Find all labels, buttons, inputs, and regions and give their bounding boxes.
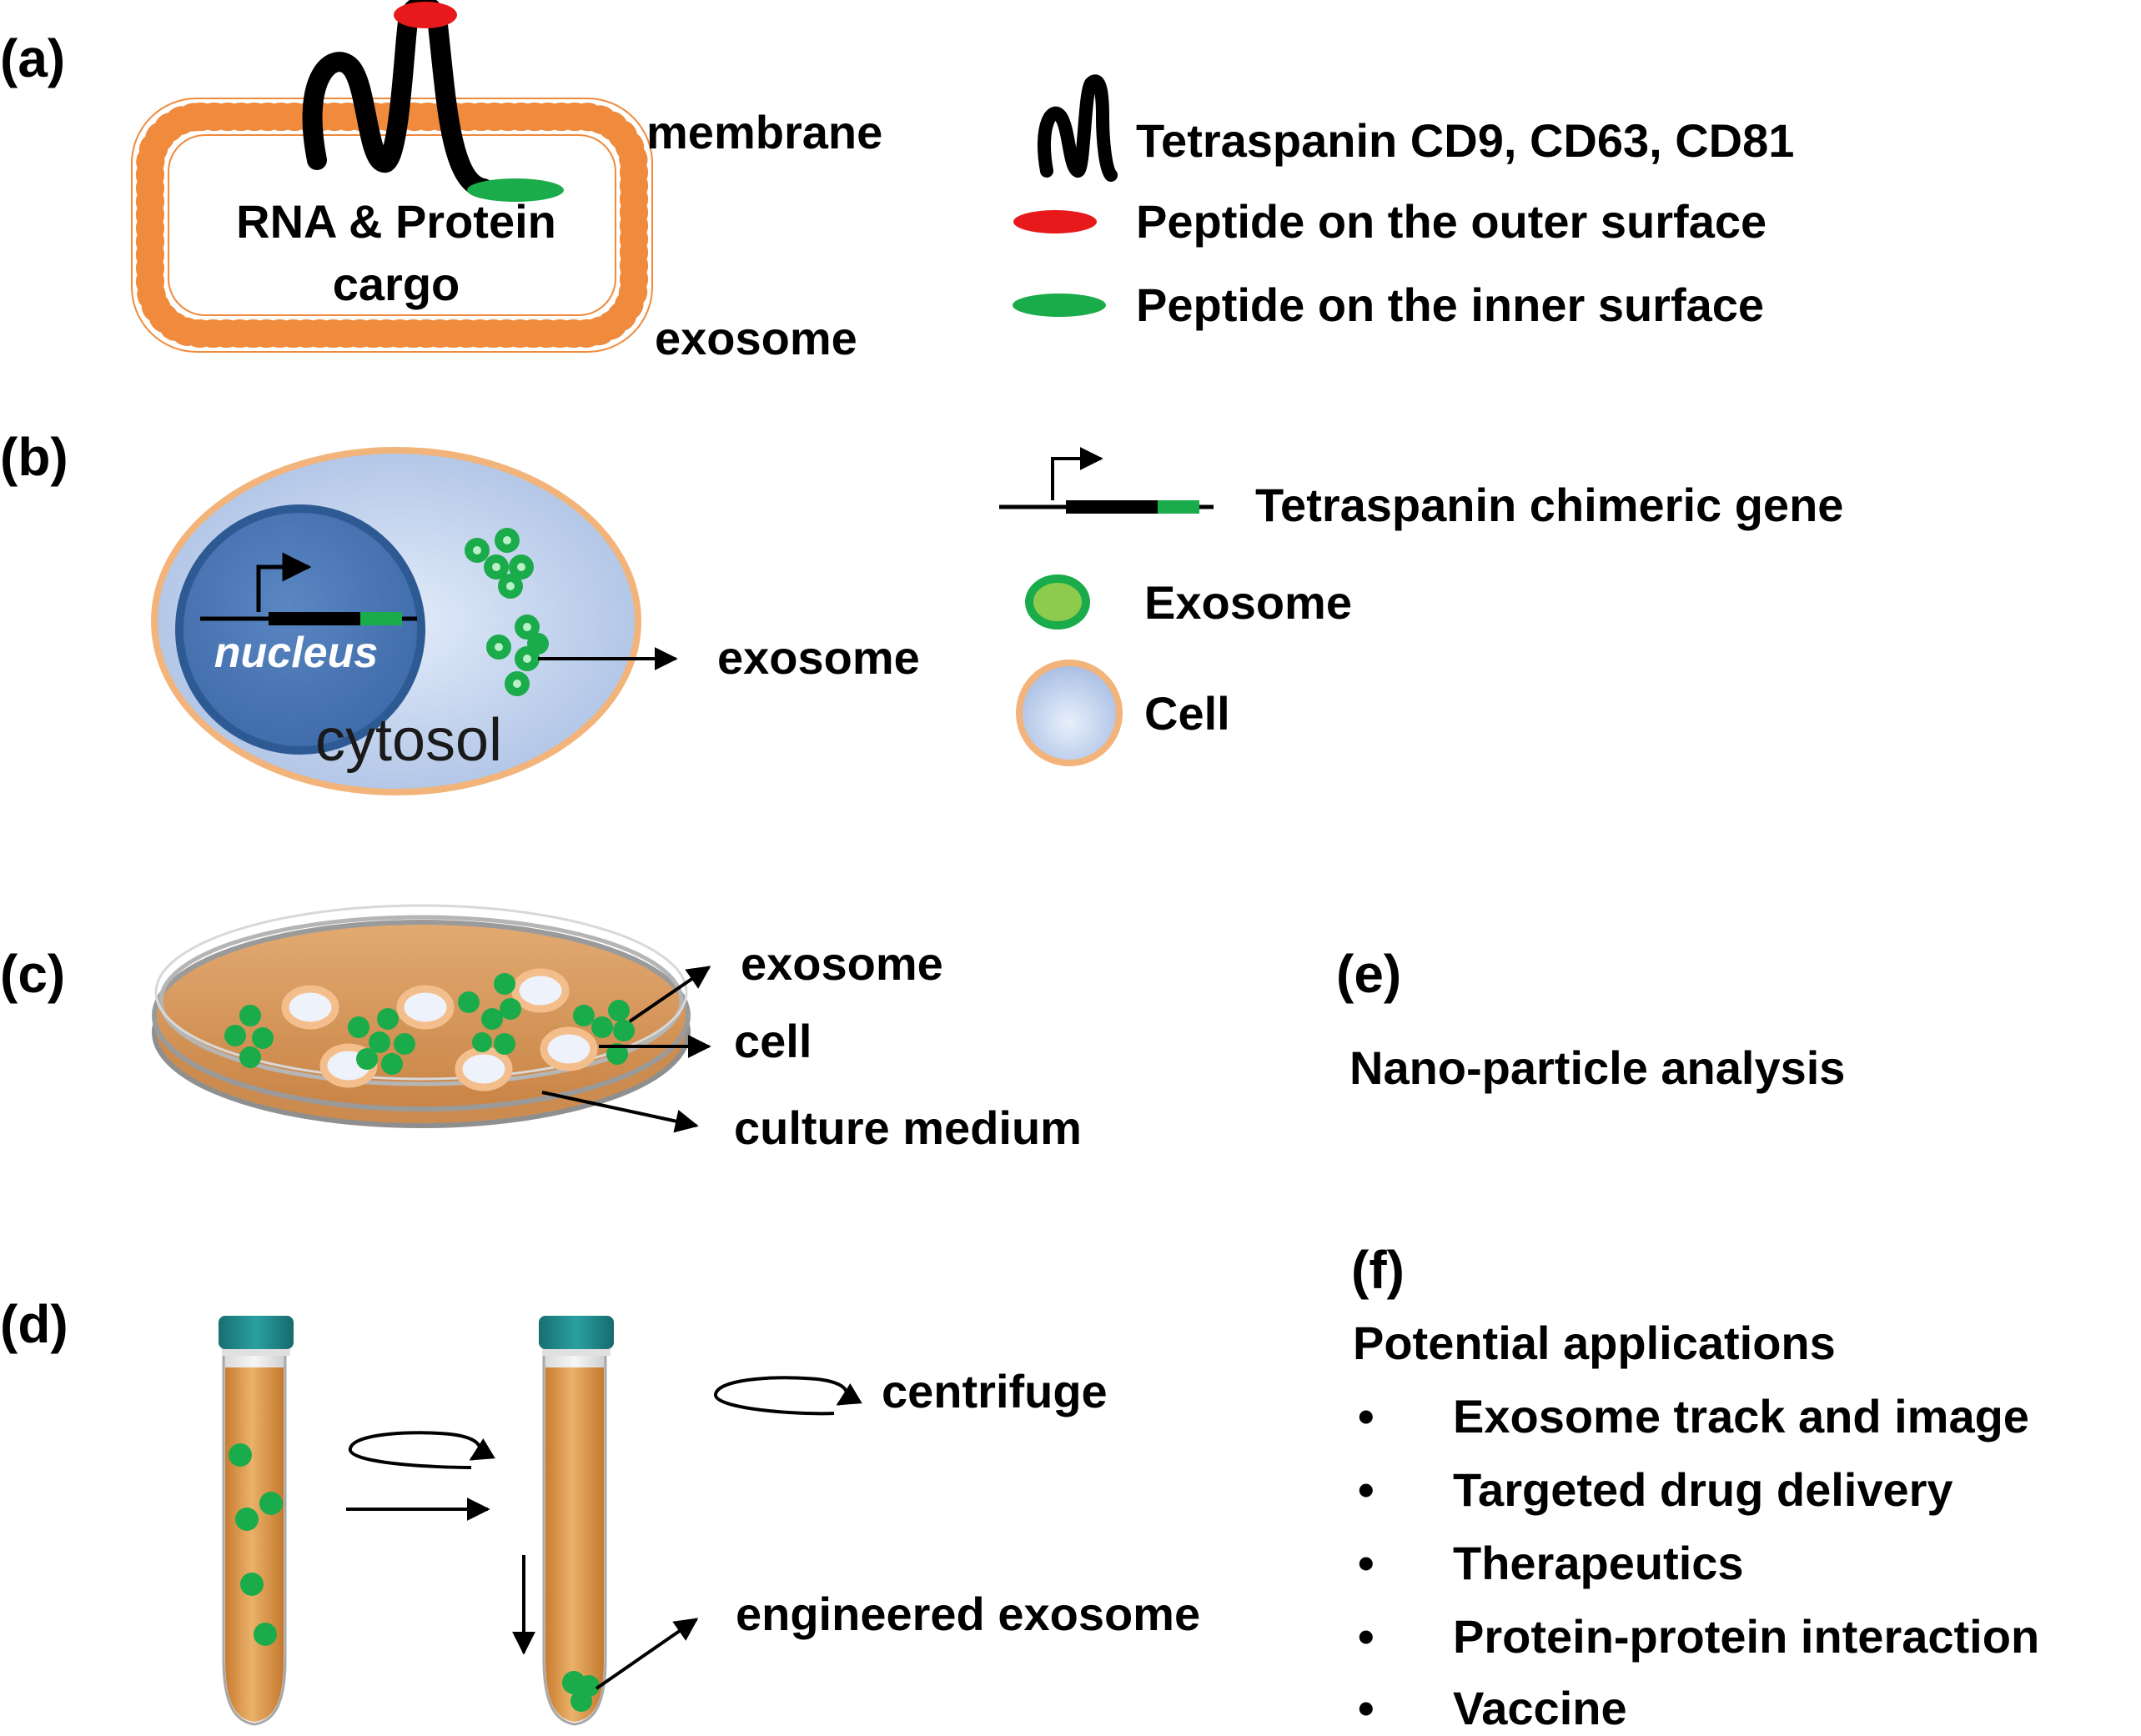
legend-exosome: Exosome	[1144, 576, 1352, 629]
panel-label-c: (c)	[0, 944, 65, 1004]
cargo-label-line1: RNA & Protein	[236, 195, 556, 248]
bullet-icon: •	[1358, 1682, 1375, 1734]
cargo-label-line2: cargo	[333, 258, 460, 310]
centrifuge-label: centrifuge	[882, 1365, 1108, 1417]
outer-peptide-legend-icon	[1013, 210, 1097, 233]
dish-exosome-arrow	[628, 966, 711, 1023]
engineered-exosome-label: engineered exosome	[736, 1588, 1200, 1640]
applications-list: • Exosome track and image • Targeted dru…	[1358, 1390, 2039, 1734]
dish-medium-arrow	[541, 1091, 699, 1133]
dish-exosome-clusters	[224, 973, 635, 1075]
application-item: Targeted drug delivery	[1453, 1463, 1953, 1516]
cell-legend-icon	[1016, 660, 1123, 766]
panel-label-f: (f)	[1351, 1240, 1405, 1300]
legend-chimeric-gene: Tetraspanin chimeric gene	[1255, 479, 1843, 531]
nucleus-label: nucleus	[214, 629, 379, 677]
bullet-icon: •	[1358, 1390, 1375, 1442]
centrifuge-rotation-icon-d	[349, 1431, 495, 1469]
panel-label-b: (b)	[0, 427, 68, 487]
panel-label-d: (d)	[0, 1294, 68, 1354]
panel-label-e: (e)	[1336, 944, 1401, 1004]
bullet-icon: •	[1358, 1610, 1375, 1663]
centrifuge-legend-icon	[714, 1376, 862, 1416]
exosome-label-c: exosome	[741, 937, 943, 990]
cytosol-label: cytosol	[315, 707, 502, 774]
legend-cell: Cell	[1144, 687, 1230, 740]
tube-after	[539, 1316, 614, 1726]
engineered-exosome-arrow	[595, 1618, 699, 1690]
legend-outer-peptide: Peptide on the outer surface	[1136, 195, 1767, 248]
bullet-icon: •	[1358, 1537, 1375, 1589]
tetraspanin-protein	[302, 0, 494, 198]
membrane-label: membrane	[646, 106, 882, 158]
exosome-cluster-upper-centers	[473, 536, 525, 590]
application-item: Vaccine	[1453, 1682, 1627, 1734]
inner-peptide-legend-icon	[1013, 294, 1106, 317]
cell-label-c: cell	[734, 1015, 812, 1067]
exosome-cluster-lower-centers	[495, 623, 531, 688]
tube-before-exosomes	[229, 1443, 283, 1646]
application-item: Therapeutics	[1453, 1537, 1744, 1589]
exosome-label-b: exosome	[717, 631, 920, 684]
exosome-label-a: exosome	[655, 312, 857, 364]
cultured-cells	[281, 968, 598, 1091]
culture-medium-label: culture medium	[734, 1101, 1082, 1154]
nano-particle-analysis-text: Nano-particle analysis	[1349, 1041, 1845, 1094]
legend-inner-peptide: Peptide on the inner surface	[1136, 278, 1764, 331]
application-item: Protein-protein interaction	[1453, 1610, 2039, 1663]
outer-peptide	[394, 2, 457, 28]
bullet-icon: •	[1358, 1463, 1375, 1516]
tetraspanin-legend-icon	[1038, 74, 1118, 182]
tube-after-pellet	[562, 1671, 600, 1712]
application-item: Exosome track and image	[1453, 1390, 2029, 1442]
applications-heading: Potential applications	[1353, 1317, 1836, 1369]
nucleus	[175, 504, 425, 755]
panel-label-a: (a)	[0, 28, 65, 88]
gene-construct-in-nucleus	[200, 552, 417, 625]
inner-peptide	[467, 178, 564, 202]
legend-tetraspanin: Tetraspanin CD9, CD63, CD81	[1136, 114, 1794, 167]
exosome-legend-icon	[1025, 574, 1090, 630]
chimeric-gene-legend-icon	[999, 447, 1214, 514]
